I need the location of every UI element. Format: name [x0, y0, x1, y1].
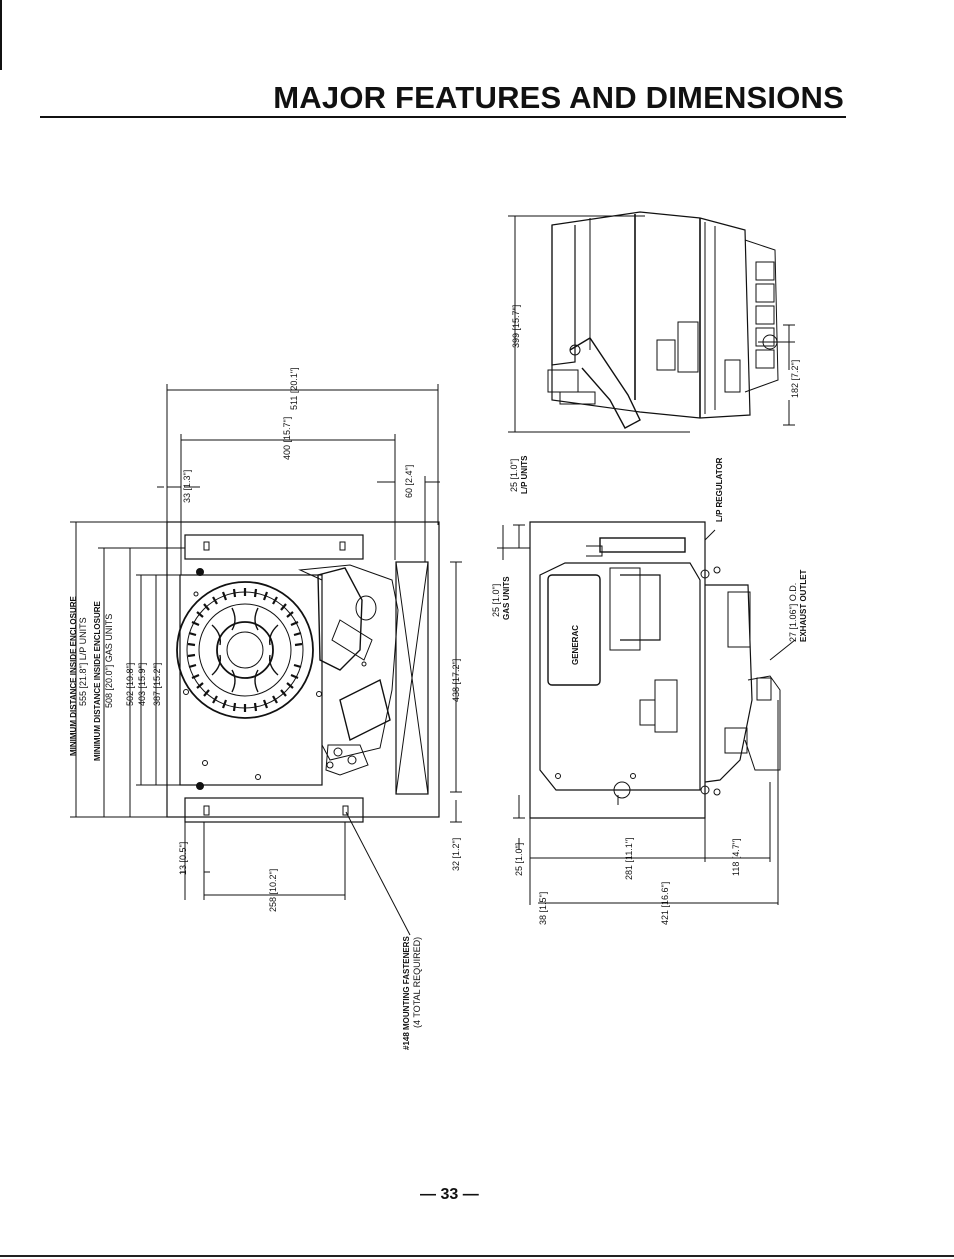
label-min-enclosure-gas-2: 508 [20.0"] GAS UNITS — [104, 614, 114, 708]
label-dim-502: 502 [19.8"] — [125, 663, 135, 706]
label-dim-258: 258 [10.2"] — [268, 869, 278, 912]
label-dim-33: 33 [1.3"] — [182, 470, 192, 503]
label-dim-403: 403 [15.9"] — [137, 663, 147, 706]
label-exhaust-2: EXHAUST OUTLET — [799, 569, 808, 642]
dimension-labels: MINIMUM DISTANCE INSIDE ENCLOSURE 555 [2… — [69, 305, 808, 1050]
label-dim-387: 387 [15.2"] — [152, 663, 162, 706]
label-dim-182: 182 [7.2"] — [790, 360, 800, 398]
title-rule — [40, 116, 846, 118]
top-view-drawing — [70, 384, 462, 936]
label-dim-13: 13 [0.5"] — [178, 842, 188, 875]
label-dim-25-gas-1: 25 [1.0"] — [491, 584, 501, 617]
label-dim-118: 118 [4.7"] — [731, 838, 741, 876]
page-title: MAJOR FEATURES AND DIMENSIONS — [273, 80, 844, 115]
label-dim-400: 400 [15.7"] — [282, 417, 292, 460]
brand-logo-text: GENERAC — [571, 625, 580, 665]
label-dim-60: 60 [2.4"] — [404, 465, 414, 498]
label-exhaust-1: 27 [1.06"] O.D. — [788, 583, 798, 642]
label-fasteners-1: #148 MOUNTING FASTENERS — [402, 936, 411, 1050]
label-dim-511: 511 [20.1"] — [289, 367, 299, 410]
label-dim-25-gas-2: GAS UNITS — [502, 576, 511, 620]
front-view-drawing — [497, 521, 796, 905]
label-min-enclosure-gas-1: MINIMUM DISTANCE INSIDE ENCLOSURE — [93, 600, 102, 761]
bottom-rule — [0, 1255, 954, 1257]
label-dim-399: 399 [15.7"] — [511, 305, 521, 348]
label-min-enclosure-lp-1: MINIMUM DISTANCE INSIDE ENCLOSURE — [69, 595, 78, 756]
label-dim-281: 281 [11.1"] — [624, 837, 634, 880]
label-dim-421: 421 [16.6"] — [660, 882, 670, 925]
page-number: — 33 — — [420, 1186, 479, 1203]
label-dim-25-lp-2: L/P UNITS — [520, 455, 529, 494]
label-dim-32: 32 [1.2"] — [451, 838, 461, 871]
side-view-drawing — [508, 211, 795, 433]
label-dim-438: 438 [17.2"] — [451, 659, 461, 702]
page-edge-mark — [0, 0, 2, 70]
label-min-enclosure-lp-2: 555 [21.8"] L/P UNITS — [78, 617, 88, 706]
label-dim-38: 38 [1.5"] — [538, 892, 548, 925]
label-lp-regulator: L/P REGULATOR — [715, 457, 724, 522]
label-fasteners-2: (4 TOTAL REQUIRED) — [412, 937, 422, 1028]
label-dim-25-bottom: 25 [1.0"] — [514, 843, 524, 876]
label-dim-25-lp-1: 25 [1.0"] — [509, 459, 519, 492]
